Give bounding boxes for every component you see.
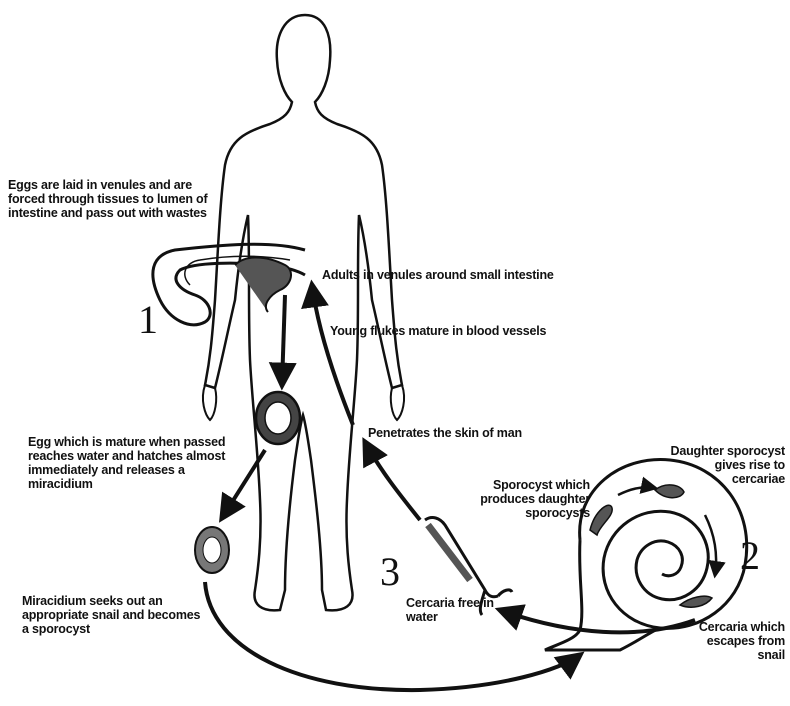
arrow-adults-to-egg [282,295,285,385]
stage-number-3: 3 [380,552,400,592]
label-adults: Adults in venules around small intestine [322,268,622,282]
label-cercaria-free: Cercaria free in water [406,596,516,624]
stage-number-1: 1 [138,300,158,340]
human-figure [205,15,402,610]
left-hand [203,385,216,420]
label-young-flukes: Young flukes mature in blood vessels [330,324,630,338]
sporocyst-shape [590,505,612,535]
label-penetrates: Penetrates the skin of man [368,426,588,440]
arrow-sporocyst-to-daughter [618,487,655,495]
arrow-cercaria-to-skin [365,442,420,520]
right-hand [391,385,404,420]
label-miracidium: Miracidium seeks out an appropriate snai… [22,594,202,636]
label-egg-mature: Egg which is mature when passed reaches … [28,435,238,491]
arrow-skin-to-adults [312,285,353,425]
stage-number-2: 2 [740,536,760,576]
label-daughter-sporocyst: Daughter sporocyst gives rise to cercari… [660,444,785,486]
arrow-miracidium-to-snail [205,582,580,690]
label-cercaria-escapes: Cercaria which escapes from snail [678,620,785,662]
daughter-sporocyst-shape [655,485,684,498]
adult-worms [235,258,291,313]
label-sporocyst: Sporocyst which produces daughter sporoc… [468,478,590,520]
label-eggs-laid: Eggs are laid in venules and are forced … [8,178,223,220]
